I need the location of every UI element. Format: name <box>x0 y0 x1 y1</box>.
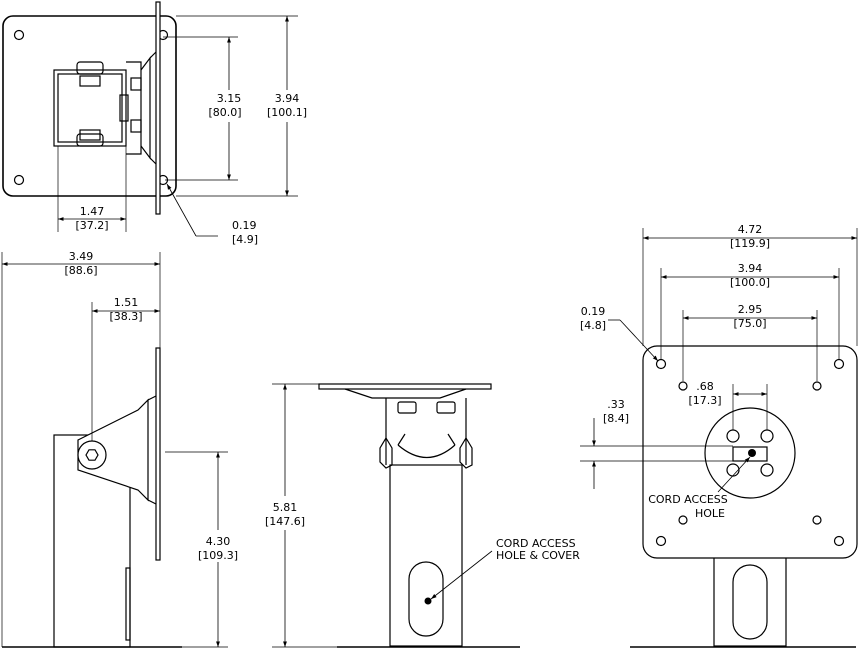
dim-label: 0.19 <box>232 219 257 232</box>
plate-hole-inner-br <box>812 515 822 525</box>
dim-label: 3.94 <box>738 262 763 275</box>
dim-label-mm: [100.0] <box>730 276 770 289</box>
front-view-column <box>389 464 463 647</box>
dim-label-mm: [100.1] <box>267 106 307 119</box>
dim-plate-hole-dia: 0.19 [4.8] <box>580 305 659 362</box>
note-cord-hole: CORD ACCESS HOLE <box>648 456 751 520</box>
dim-label: 4.72 <box>738 223 763 236</box>
front-view: 5.81 [147.6] CORD ACCESS HOLE & COVER <box>265 383 580 648</box>
plate-view-column <box>713 554 787 647</box>
dim-label: 1.51 <box>114 296 139 309</box>
dim-plate-hole-inner: 2.95 [75.0] <box>682 303 818 381</box>
plate-hole-inner-bl <box>678 515 688 525</box>
note-line: CORD ACCESS <box>648 493 728 506</box>
side-view: 3.49 [88.6] 1.51 [38.3] 4.30 [109.3] <box>1 250 238 648</box>
note-cord-cover: CORD ACCESS HOLE & COVER <box>430 537 580 600</box>
dim-label-mm: [147.6] <box>265 515 305 528</box>
side-view-pivot <box>77 440 107 470</box>
plate-hole-inner-tr <box>812 381 822 391</box>
front-view-top-plate <box>318 383 492 390</box>
dim-label-mm: [17.3] <box>688 394 721 407</box>
dim-label-mm: [119.9] <box>730 237 770 250</box>
dim-label: 5.81 <box>273 501 298 514</box>
dim-label-mm: [37.2] <box>75 219 108 232</box>
top-view: 3.15 [80.0] 3.94 [100.1] 1.47 [37.2] 0.1… <box>2 1 307 246</box>
note-line: CORD ACCESS <box>496 537 576 550</box>
dim-cord-hole-offset: .33 [8.4] <box>580 398 733 489</box>
disc-hole <box>760 463 774 477</box>
front-view-nut-right <box>436 401 456 414</box>
dim-label: 0.19 <box>581 305 606 318</box>
dim-label: 4.30 <box>206 535 231 548</box>
dim-label-mm: [8.4] <box>603 412 629 425</box>
dim-label: 2.95 <box>738 303 763 316</box>
disc-cord-slot <box>732 446 768 462</box>
dim-top-plate-height: 3.94 [100.1] <box>176 15 307 197</box>
top-view-face-plate <box>155 1 161 215</box>
dim-top-hole-spacing: 3.15 [80.0] <box>163 36 242 181</box>
plate-view: 4.72 [119.9] 3.94 [100.0] 2.95 [75.0] 0.… <box>580 223 858 648</box>
dim-side-pivot-offset: 1.51 [38.3] <box>91 296 160 441</box>
dim-top-bracket-width: 1.47 [37.2] <box>57 146 127 232</box>
dim-label-mm: [80.0] <box>208 106 241 119</box>
dim-label-mm: [4.9] <box>232 233 258 246</box>
dim-side-pivot-height: 4.30 [109.3] <box>165 451 238 648</box>
note-line: HOLE & COVER <box>496 549 580 562</box>
dim-label: 3.15 <box>217 92 242 105</box>
dim-label-mm: [88.6] <box>64 264 97 277</box>
dim-label-mm: [4.8] <box>580 319 606 332</box>
front-view-nut-left <box>397 401 417 414</box>
dim-disc-hole-spacing: .68 [17.3] <box>688 380 768 430</box>
hex-bolt-icon <box>85 449 99 461</box>
plate-view-disc <box>704 407 796 499</box>
top-view-plate <box>2 15 177 197</box>
top-view-bracket <box>53 51 157 165</box>
dim-label: .68 <box>696 380 714 393</box>
top-view-hole-tl <box>13 29 25 41</box>
top-view-hole-bl <box>13 174 25 186</box>
plate-hole-outer-tl <box>655 358 667 370</box>
front-view-cord-cover <box>408 561 444 637</box>
dim-label-mm: [75.0] <box>733 317 766 330</box>
note-line: HOLE <box>695 507 725 520</box>
dim-label: 3.94 <box>275 92 300 105</box>
plate-hole-outer-bl <box>655 535 667 547</box>
dim-label: .33 <box>607 398 625 411</box>
front-view-cord-hole-dot <box>424 597 432 605</box>
dim-label: 1.47 <box>80 205 105 218</box>
plate-hole-outer-tr <box>833 358 845 370</box>
dim-plate-overall-width: 4.72 [119.9] <box>642 223 858 346</box>
side-view-face-plate <box>155 347 161 561</box>
dim-label-mm: [38.3] <box>109 310 142 323</box>
dim-front-overall-height: 5.81 [147.6] <box>265 383 337 648</box>
dim-top-hole-dia: 0.19 [4.9] <box>166 183 258 246</box>
dim-plate-hole-outer: 3.94 [100.0] <box>660 262 840 359</box>
dim-side-overall-width: 3.49 [88.6] <box>1 250 161 647</box>
dim-label-mm: [109.3] <box>198 549 238 562</box>
dim-label: 3.49 <box>69 250 94 263</box>
disc-cord-hole-dot <box>748 449 756 457</box>
plate-hole-outer-br <box>833 535 845 547</box>
plate-hole-inner-tl <box>678 381 688 391</box>
